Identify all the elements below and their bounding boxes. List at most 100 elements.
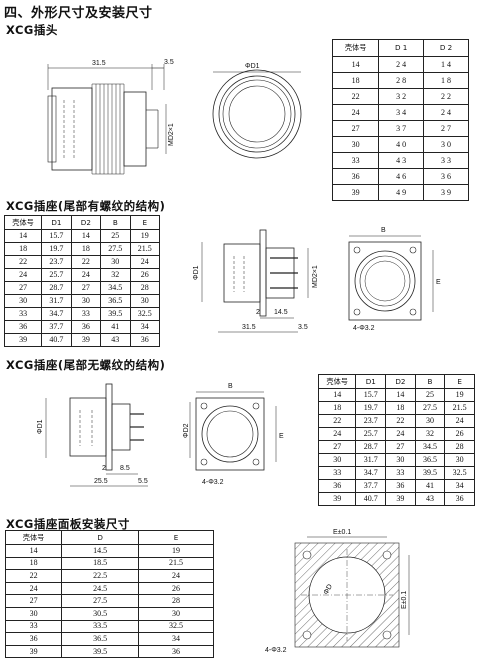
panel-cutout-drawing: E±0.1 ΦD E±0.1 4-Φ3.2 (265, 529, 410, 654)
panel-cell: 21.5 (138, 556, 214, 571)
panel-th-1: D (61, 530, 140, 545)
st-dim-d2: MD2×1 (312, 265, 319, 288)
st-cell: 26 (129, 268, 160, 282)
sp-dim-b: B (228, 383, 233, 390)
sp-cell: 22 (317, 414, 357, 428)
sp-cell: 31.7 (355, 453, 387, 467)
sp-cell: 32.5 (444, 466, 475, 480)
panel-cell: 18 (4, 556, 63, 571)
sp-cell: 30 (414, 414, 446, 428)
plug-cell: 4 6 (378, 168, 425, 185)
st-cell: 25 (100, 229, 131, 243)
section-title-panel: XCG插座面板安装尺寸 (6, 517, 130, 531)
st-cell: 30 (70, 294, 102, 308)
panel-cell: 30 (138, 606, 214, 621)
panel-cell: 19 (138, 544, 214, 558)
panel-cell: 14.5 (61, 544, 140, 558)
panel-dim-e-side: E±0.1 (401, 591, 408, 609)
panel-cell: 32.5 (138, 619, 214, 634)
st-cell: 33 (3, 307, 43, 321)
panel-cell: 27 (4, 594, 63, 608)
st-cell: 24 (3, 268, 43, 282)
sp-cell: 34 (444, 479, 475, 493)
sp-cell: 33 (385, 466, 416, 480)
st-dim-w: 14.5 (274, 309, 288, 316)
sp-dim-e: E (279, 433, 284, 440)
sp-cell: 34.7 (355, 466, 387, 480)
page-heading: 四、外形尺寸及安装尺寸 (4, 6, 153, 21)
sp-cell: 39 (385, 492, 416, 506)
sp-dim-w: 8.5 (120, 465, 130, 472)
st-cell: 36.5 (100, 294, 131, 308)
panel-cell: 28 (138, 594, 214, 608)
plug-front-drawing: ΦD1 (212, 63, 302, 159)
st-cell: 30 (129, 294, 160, 308)
sp-cell: 24 (385, 427, 416, 441)
sp-th-1: D1 (355, 374, 387, 389)
sp-th-4: E (444, 374, 475, 389)
sp-cell: 39 (317, 492, 357, 506)
st-cell: 25.7 (41, 268, 72, 282)
plug-dim-d2: MD2×1 (168, 123, 175, 146)
panel-cell: 39.5 (61, 644, 140, 658)
sp-dim-tail: 5.5 (138, 478, 148, 485)
sp-th-2: D2 (385, 374, 416, 389)
st-cell: 34 (129, 320, 160, 334)
st-cell: 39 (70, 333, 102, 347)
plug-cell: 39 (331, 184, 380, 201)
st-cell: 27 (3, 281, 43, 295)
st-cell: 39 (3, 333, 43, 347)
sp-dim-d1: ΦD1 (37, 419, 44, 434)
sp-th-0: 壳体号 (317, 374, 357, 389)
st-cell: 30 (3, 294, 43, 308)
st-th-1: D1 (41, 215, 72, 230)
panel-cell: 36.5 (61, 632, 140, 646)
st-cell: 28.7 (41, 281, 72, 295)
sp-cell: 25 (414, 388, 446, 402)
sp-cell: 36.5 (414, 453, 446, 467)
panel-cell: 27.5 (61, 594, 140, 608)
panel-cell: 24 (4, 581, 63, 596)
plug-th-2: D 2 (423, 39, 469, 57)
plug-cell: 2 2 (423, 88, 469, 105)
st-cell: 14 (70, 229, 102, 243)
st-cell: 24 (129, 255, 160, 269)
sp-cell: 21.5 (444, 401, 475, 415)
st-cell: 23.7 (41, 255, 72, 269)
st-cell: 21.5 (129, 242, 160, 256)
plug-th-0: 壳体号 (331, 39, 380, 57)
st-dim-tail: 3.5 (298, 324, 308, 331)
st-cell: 37.7 (41, 320, 72, 334)
st-th-2: D2 (70, 215, 102, 230)
plug-cell: 4 9 (378, 184, 425, 201)
st-th-4: E (129, 215, 160, 230)
st-cell: 33 (70, 307, 102, 321)
st-cell: 40.7 (41, 333, 72, 347)
sp-cell: 27 (385, 440, 416, 454)
panel-cell: 24 (138, 569, 214, 583)
st-cell: 32 (100, 268, 131, 282)
sp-dim-holes: 4-Φ3.2 (202, 479, 224, 486)
st-cell: 27 (70, 281, 102, 295)
sp-th-3: B (414, 374, 446, 389)
sp-cell: 39.5 (414, 466, 446, 480)
st-cell: 34.5 (100, 281, 131, 295)
st-cell: 19.7 (41, 242, 72, 256)
st-cell: 41 (100, 320, 131, 334)
sp-cell: 26 (444, 427, 475, 441)
st-cell: 24 (70, 268, 102, 282)
sp-cell: 43 (414, 492, 446, 506)
sp-cell: 19 (444, 388, 475, 402)
st-cell: 36 (3, 320, 43, 334)
panel-cell: 30 (4, 606, 63, 621)
st-cell: 18 (3, 242, 43, 256)
panel-cell: 34 (138, 632, 214, 646)
st-cell: 14 (3, 229, 43, 243)
socket-plain-side-drawing: ΦD1 2 8.5 25.5 5.5 (37, 383, 148, 487)
sp-cell: 28.7 (355, 440, 387, 454)
st-cell: 31.7 (41, 294, 72, 308)
